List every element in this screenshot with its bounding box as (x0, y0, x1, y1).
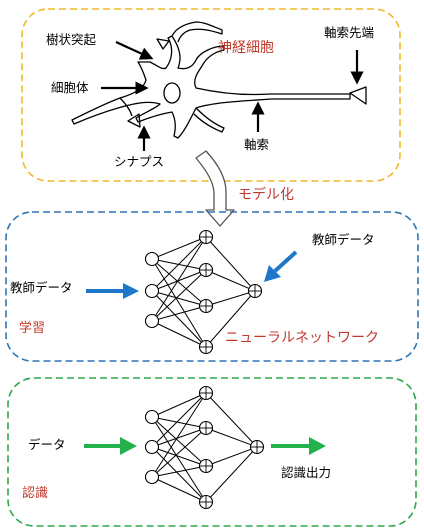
network-connection (151, 416, 207, 467)
neuron-illustration (71, 21, 367, 139)
network-connection (151, 416, 207, 429)
input-node (144, 283, 160, 299)
recognition-output-arrow (271, 437, 326, 455)
label-synapse: シナプス (114, 154, 164, 169)
recognition-panel (7, 377, 417, 527)
learning-target-label: 教師データ (312, 232, 375, 247)
cell-body-outline (71, 35, 351, 139)
network-connection (151, 446, 207, 467)
learning-panel (5, 211, 419, 362)
network-connection (205, 446, 258, 503)
input-node (144, 251, 160, 267)
dendrite-upper-branch (171, 21, 223, 43)
network-connection (151, 236, 207, 322)
network-connection (205, 446, 258, 467)
dendrite-lower-right (193, 107, 225, 133)
label-dendrite: 樹状突起 (46, 32, 97, 47)
synapse-terminal (127, 113, 141, 128)
learning-input-arrow (86, 283, 139, 299)
dendrite-left-lower (119, 97, 133, 117)
network-label: ニューラルネットワーク (225, 330, 379, 346)
label-cell-body: 細胞体 (51, 80, 89, 95)
network-connection (151, 258, 207, 307)
network-connection (151, 392, 207, 418)
network-connection (151, 416, 207, 503)
label-axon: 軸索 (244, 137, 269, 152)
network-connection (151, 427, 207, 448)
learning-network (144, 229, 263, 355)
network-connection (151, 305, 207, 322)
network-connection (151, 236, 207, 260)
recognition-title: 認識 (22, 485, 48, 501)
network-connection (205, 290, 256, 348)
learning-target-arrow (264, 250, 298, 282)
network-connection (151, 320, 207, 348)
network-connection (151, 269, 207, 292)
network-connection (151, 290, 207, 348)
network-connection (151, 476, 207, 503)
recognition-input-label: データ (28, 437, 66, 452)
network-connection (151, 446, 207, 503)
label-axon-terminal: 軸索先端 (324, 25, 374, 40)
neuron-title: 神経細胞 (218, 40, 274, 56)
recognition-network (144, 385, 265, 510)
input-node (144, 469, 160, 485)
network-connection (151, 290, 207, 307)
network-connection (151, 269, 207, 322)
network-connection (151, 392, 207, 448)
modeling-arrow (195, 150, 235, 227)
recognition-input-arrow (84, 437, 137, 455)
network-connection (151, 392, 207, 478)
network-connection (151, 465, 207, 478)
network-connection (151, 427, 207, 478)
network-connection (151, 258, 207, 348)
network-connection (205, 290, 256, 307)
input-node (144, 439, 160, 455)
input-node (144, 409, 160, 425)
learning-title: 学習 (19, 320, 45, 336)
axon-terminal (349, 86, 367, 105)
network-connection (205, 392, 258, 448)
dendrite-arrow (115, 40, 154, 60)
nucleus (163, 82, 181, 104)
recognition-output-label: 認識出力 (281, 465, 331, 480)
dendrite-upper-spur (156, 38, 170, 50)
network-connection (205, 236, 256, 292)
network-connection (151, 236, 207, 292)
network-connection (205, 269, 256, 292)
learning-input-label: 教師データ (10, 280, 73, 295)
network-connection (205, 427, 258, 448)
input-node (144, 313, 160, 329)
modeling-label: モデル化 (238, 186, 294, 203)
